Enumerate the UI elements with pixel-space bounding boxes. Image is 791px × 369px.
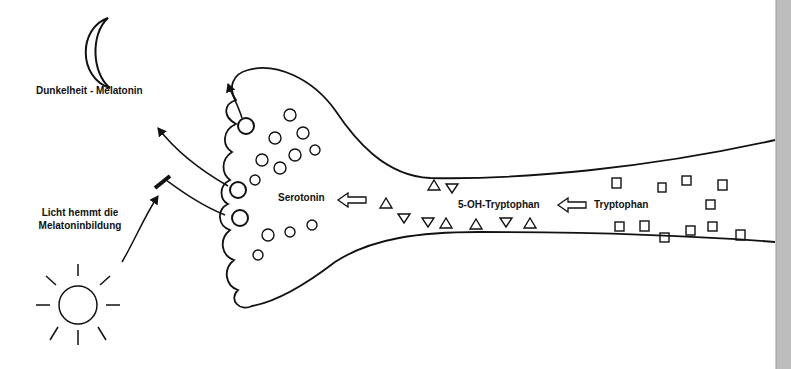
substance-label: 5-OH-Tryptophan — [458, 198, 540, 211]
condition-label: Dunkelheit - Melatonin — [36, 84, 143, 97]
substance-label: Tryptophan — [594, 198, 648, 211]
condition-label: Licht hemmt die Melatoninbildung — [30, 206, 130, 232]
substance-label: Serotonin — [278, 191, 325, 204]
